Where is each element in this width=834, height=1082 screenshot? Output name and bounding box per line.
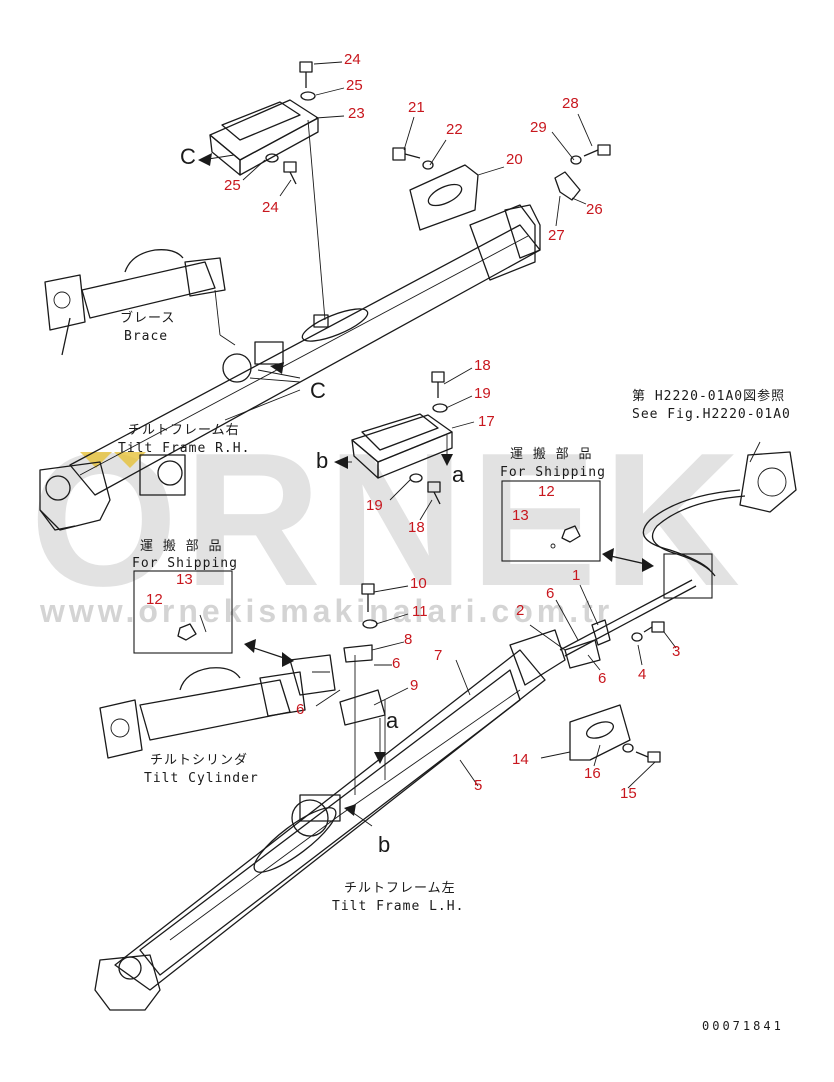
shipping-box-right: [501, 480, 601, 562]
hydraulic-hose: [559, 451, 797, 657]
callout-27: 27: [548, 227, 565, 244]
tilt-frame-lh: [94, 629, 566, 1011]
step-plate-17: [334, 371, 453, 505]
watermark: ORNEK www.ornekismakinalari.com.tr: [30, 414, 746, 629]
lower-fasteners: [343, 583, 665, 827]
view-letter-b: b: [378, 832, 390, 857]
callout-24: 24: [344, 51, 361, 68]
callout-18: 18: [408, 519, 425, 536]
part-labels: ブレース Brace チルトフレーム右 Tilt Frame R.H. 運 搬 …: [118, 310, 791, 1033]
callout-25: 25: [346, 77, 363, 94]
callout-25: 25: [224, 177, 241, 194]
callout-numbers: 24 25 23 25 24 21 22 20 28 29 26 27 18 1…: [146, 51, 680, 802]
callout-2: 2: [516, 602, 524, 619]
callout-26: 26: [586, 201, 603, 218]
tilt-cylinder: [99, 654, 336, 759]
callout-8: 8: [404, 631, 412, 648]
shipping-box-left: [133, 570, 233, 654]
callout-9: 9: [410, 677, 418, 694]
callout-1: 1: [572, 567, 580, 584]
callout-21: 21: [408, 99, 425, 116]
brace-label-jp: ブレース: [120, 310, 175, 326]
tilt-frame-rh: [39, 204, 541, 531]
shipping-label-en: For Shipping: [500, 465, 606, 480]
callout-7: 7: [434, 647, 442, 664]
callout-6: 6: [546, 585, 554, 602]
callout-28: 28: [562, 95, 579, 112]
callout-12: 12: [146, 591, 163, 608]
callout-24: 24: [262, 199, 279, 216]
callout-17: 17: [478, 413, 495, 430]
reference-label-en: See Fig.H2220-01A0: [632, 407, 791, 422]
callout-13: 13: [512, 507, 529, 524]
callout-20: 20: [506, 151, 523, 168]
view-letter-a: a: [452, 462, 465, 487]
frame-rh-label-jp: チルトフレーム右: [128, 423, 240, 438]
shipping-label-jp: 運 搬 部 品: [140, 539, 222, 554]
leader-lines: [224, 61, 761, 789]
callout-16: 16: [584, 765, 601, 782]
callout-6: 6: [392, 655, 400, 672]
upper-fasteners: [265, 61, 611, 185]
callout-13: 13: [176, 571, 193, 588]
watermark-url: www.ornekismakinalari.com.tr: [39, 593, 613, 629]
step-plate-20: [409, 164, 581, 231]
view-letters: C C b a a b: [180, 144, 465, 857]
cylinder-label-en: Tilt Cylinder: [144, 771, 259, 786]
brace: [44, 249, 236, 356]
brace-label-en: Brace: [124, 329, 168, 344]
shipping-label-en: For Shipping: [132, 556, 238, 571]
callout-22: 22: [446, 121, 463, 138]
view-letter-b: b: [316, 448, 328, 473]
callout-11: 11: [412, 603, 428, 620]
watermark-brand: ORNEK: [30, 414, 746, 626]
callout-29: 29: [530, 119, 547, 136]
watermark-chevron-icon: [114, 452, 146, 468]
callout-3: 3: [672, 643, 680, 660]
callout-12: 12: [538, 483, 555, 500]
callout-23: 23: [348, 105, 365, 122]
callout-15: 15: [620, 785, 637, 802]
callout-6: 6: [296, 701, 304, 718]
guard-14: [569, 704, 661, 763]
drawing-serial-number: 00071841: [702, 1019, 784, 1033]
callout-4: 4: [638, 666, 646, 683]
callout-19: 19: [366, 497, 383, 514]
cylinder-label-jp: チルトシリンダ: [150, 753, 248, 768]
callout-19: 19: [474, 385, 491, 402]
view-letter-c: C: [310, 378, 326, 403]
callout-6: 6: [598, 670, 606, 687]
view-letter-c: C: [180, 144, 196, 169]
callout-5: 5: [474, 777, 482, 794]
callout-14: 14: [512, 751, 529, 768]
view-letter-a: a: [386, 708, 399, 733]
frame-rh-label-en: Tilt Frame R.H.: [118, 441, 250, 456]
callout-10: 10: [410, 575, 427, 592]
frame-lh-label-en: Tilt Frame L.H.: [332, 899, 464, 914]
view-arrows-upper: [198, 153, 301, 379]
frame-lh-label-jp: チルトフレーム左: [344, 881, 456, 896]
reference-label-jp: 第 H2220-01A0図参照: [632, 388, 785, 404]
shipping-label-jp: 運 搬 部 品: [510, 447, 592, 462]
callout-18: 18: [474, 357, 491, 374]
double-arrows: [244, 548, 654, 667]
